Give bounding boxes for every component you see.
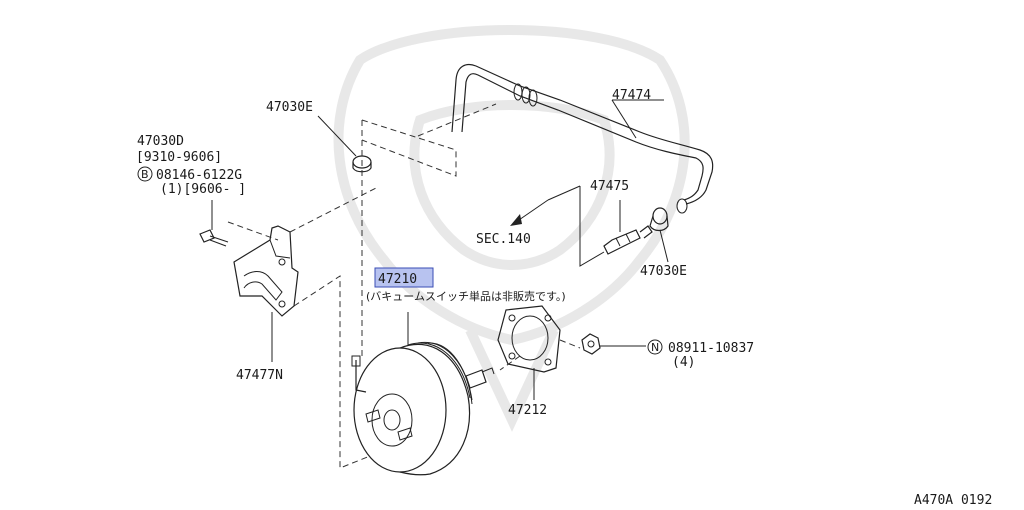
valve-frame: [579, 186, 605, 267]
nut-symbol-circle: [647, 339, 663, 355]
label-nut-part: 08911-10837: [668, 341, 754, 356]
brake-booster: [351, 341, 495, 476]
label-clamp-right: 47030E: [640, 264, 687, 279]
label-bolt-symbol: B: [141, 168, 149, 181]
label-gasket: 47212: [508, 403, 547, 418]
assembly-lines: [227, 103, 581, 469]
label-check-valve: 47475: [590, 179, 629, 194]
label-nut-qty: (4): [672, 355, 695, 370]
label-booster-note: (バキュームスイッチ単品は非販売です。): [366, 289, 566, 303]
label-bracket-clip-date: [9310-9606]: [136, 150, 222, 165]
label-bolt-part: 08146-6122G: [156, 168, 242, 183]
booster-label-highlight[interactable]: [374, 267, 434, 288]
label-vacuum-hose: 47474: [612, 88, 651, 103]
bracket: [233, 225, 299, 317]
valve-frame-top: [547, 185, 581, 201]
gasket: [497, 305, 561, 373]
nut: [581, 333, 601, 355]
label-bolt-qty-date: (1)[9606- ]: [160, 182, 246, 197]
clamp-top-leader: [317, 115, 357, 157]
label-bracket: 47477N: [236, 368, 283, 383]
vacuum-hose: [451, 63, 714, 214]
label-diagram-id: A470A 0192: [914, 493, 992, 508]
bolt-symbol-circle: [137, 166, 153, 182]
check-valve: [603, 225, 653, 255]
label-bracket-clip: 47030D: [137, 134, 184, 149]
clamp-right-leader: [659, 229, 669, 263]
hose-clamp-right: [649, 207, 669, 232]
label-booster[interactable]: 47210: [378, 272, 417, 287]
label-clamp-top: 47030E: [266, 100, 313, 115]
label-section-ref: SEC.140: [476, 232, 531, 247]
label-nut-symbol: N: [651, 341, 659, 354]
hose-leader: [611, 99, 637, 139]
section-arrow: [510, 199, 549, 226]
bolt: [199, 229, 229, 247]
watermark-crest: [333, 25, 690, 432]
